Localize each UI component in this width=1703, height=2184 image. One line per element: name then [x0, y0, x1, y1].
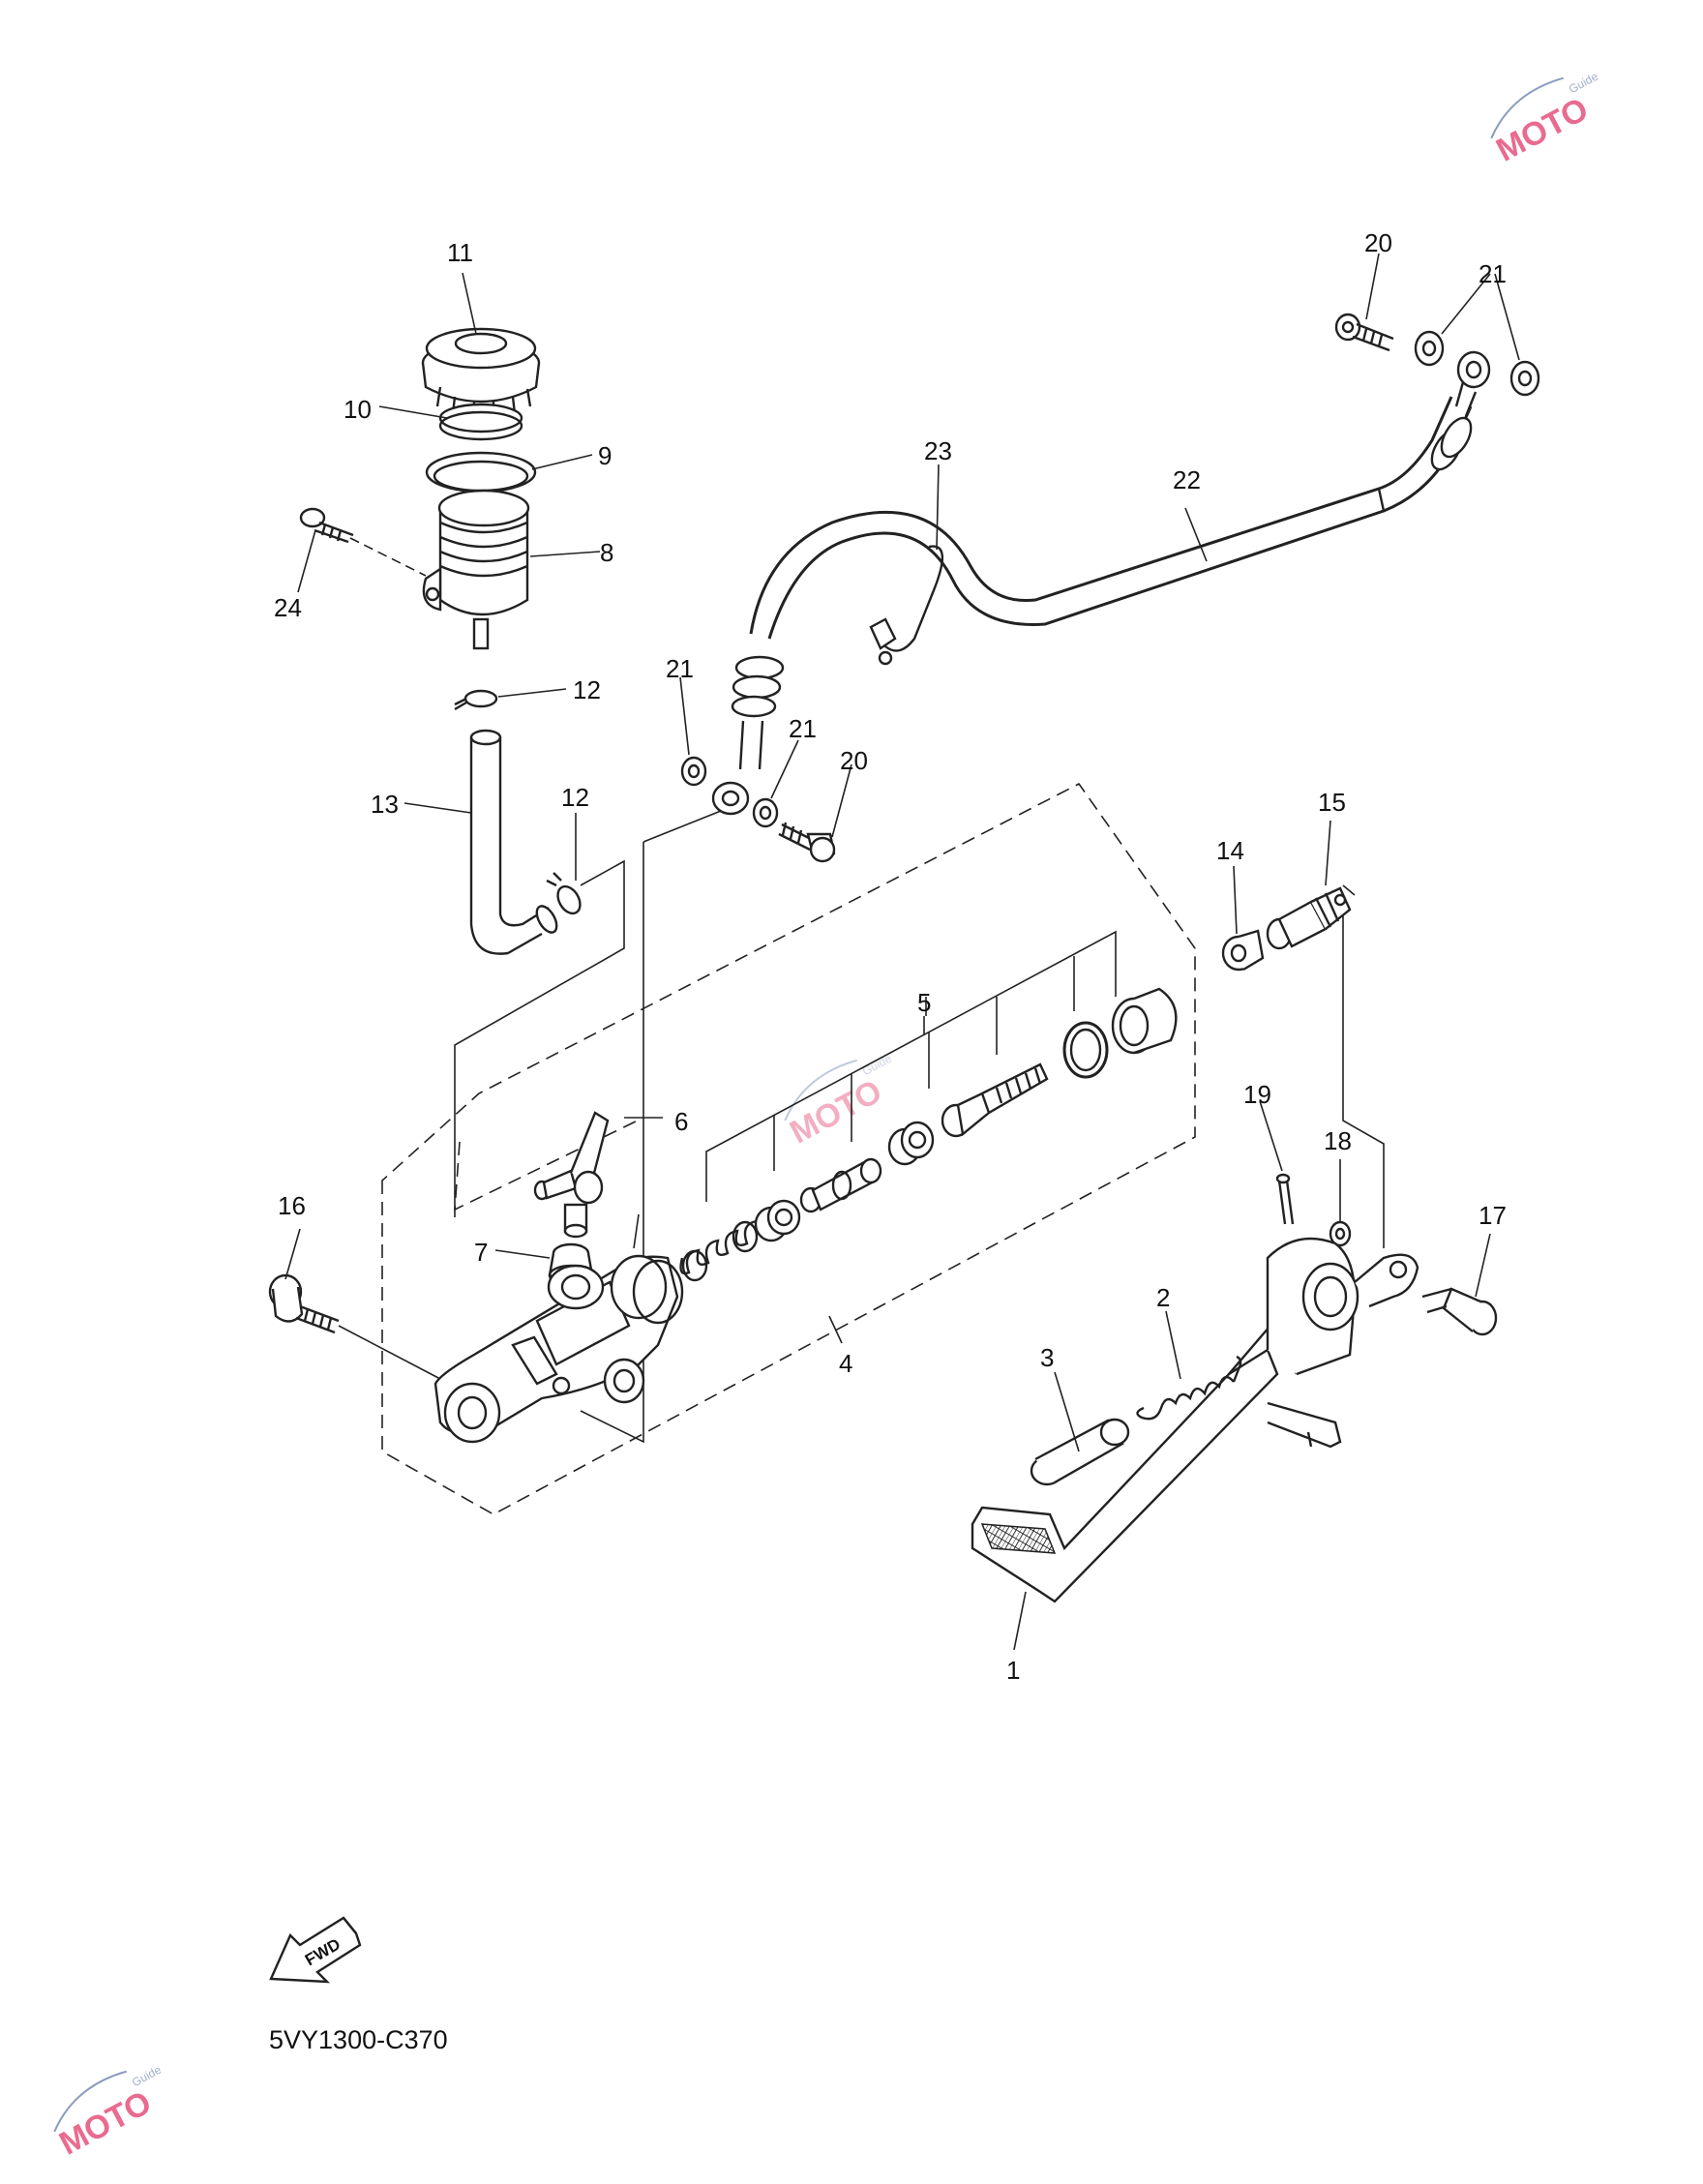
watermark-sub: Guide: [860, 1052, 894, 1079]
bolt-20-left: [778, 822, 836, 863]
callout-5: 5: [917, 988, 931, 1017]
boot-kit: [1111, 987, 1178, 1055]
watermark-sub: Guide: [130, 2063, 164, 2090]
assembly-leaders: [338, 810, 1385, 1444]
washer-18: [1329, 1220, 1352, 1247]
pin-17: [1421, 1287, 1498, 1336]
nut-14: [1221, 929, 1265, 972]
watermark-text: MOTO: [784, 1073, 887, 1152]
callout-11: 11: [447, 238, 473, 267]
callout-20-left: 20: [840, 746, 868, 775]
callout-10: 10: [344, 395, 372, 424]
callout-8: 8: [600, 538, 613, 567]
callout-1: 1: [1006, 1656, 1020, 1685]
retainer-ring-9: [425, 451, 537, 494]
clamp-12-lower: [546, 872, 582, 915]
diagram-code: 5VY1300-C370: [269, 2025, 448, 2054]
washer-21-left-a: [680, 756, 707, 787]
fwd-arrow-icon: FWD: [269, 1916, 362, 1984]
washer-21-left-b: [752, 797, 779, 828]
callout-2: 2: [1156, 1283, 1170, 1312]
callout-24: 24: [274, 593, 302, 622]
rod-end-15: [1266, 886, 1352, 950]
bolt-24: [299, 507, 427, 577]
reservoir-body-8: [422, 489, 530, 650]
hose-13: [469, 729, 558, 955]
callout-13: 13: [371, 790, 399, 819]
callout-18: 18: [1324, 1126, 1352, 1155]
callout-14: 14: [1216, 836, 1244, 865]
hose-clamp-23: [869, 545, 944, 666]
brake-hose-22: [711, 350, 1491, 816]
watermark-bottom-left: MOTO Guide: [53, 2063, 164, 2163]
spring-2: [1136, 1355, 1242, 1421]
callout-22: 22: [1173, 465, 1201, 494]
washer-21-right-a: [1414, 330, 1445, 367]
collar-3: [1030, 1418, 1130, 1486]
piston-kit: [799, 1157, 882, 1213]
cup-kit: [754, 1199, 801, 1242]
cotter-pin-19: [1275, 1173, 1295, 1225]
callout-21-left-a: 21: [666, 654, 694, 683]
watermark-center: MOTO Guide: [784, 1052, 894, 1152]
callout-12-upper: 12: [573, 675, 601, 704]
callout-6: 6: [674, 1107, 688, 1136]
watermark-text: MOTO: [53, 2084, 157, 2163]
callout-leaders: [284, 253, 1520, 1651]
callout-19: 19: [1243, 1080, 1271, 1109]
callout-3: 3: [1040, 1343, 1054, 1372]
clamp-12-upper: [454, 689, 498, 711]
washer-21-right-b: [1509, 360, 1540, 397]
hose-joint-6: [533, 1111, 610, 1239]
callout-labels: 1 2 3 4 5 6 7 8 9 10 11 12 12 13 14 15 1…: [274, 228, 1507, 1685]
callout-23: 23: [924, 436, 952, 465]
watermark-text: MOTO: [1490, 91, 1594, 169]
master-cylinder-body: [433, 1254, 684, 1444]
watermark-sub: Guide: [1567, 70, 1600, 97]
bolt-20-right: [1334, 313, 1394, 352]
diaphragm-10: [438, 403, 523, 441]
callout-7: 7: [474, 1238, 488, 1267]
spring-kit: [679, 1219, 759, 1282]
callout-17: 17: [1479, 1201, 1507, 1230]
brake-pedal-1: [971, 1237, 1419, 1603]
callout-15: 15: [1318, 788, 1346, 817]
reservoir-cap-11: [421, 327, 541, 418]
callout-9: 9: [598, 441, 612, 470]
callout-21-right: 21: [1479, 259, 1507, 288]
watermark-top-right: MOTO Guide: [1490, 70, 1600, 169]
circlip-kit: [1062, 1021, 1109, 1079]
callout-21-left-b: 21: [789, 714, 817, 743]
bolt-16: [268, 1273, 340, 1334]
callout-16: 16: [278, 1191, 306, 1220]
callout-12-lower: 12: [561, 783, 589, 812]
push-rod-kit: [941, 1062, 1049, 1138]
callout-4: 4: [839, 1349, 852, 1378]
seal-kit: [887, 1121, 935, 1166]
callout-20-right: 20: [1364, 228, 1392, 257]
